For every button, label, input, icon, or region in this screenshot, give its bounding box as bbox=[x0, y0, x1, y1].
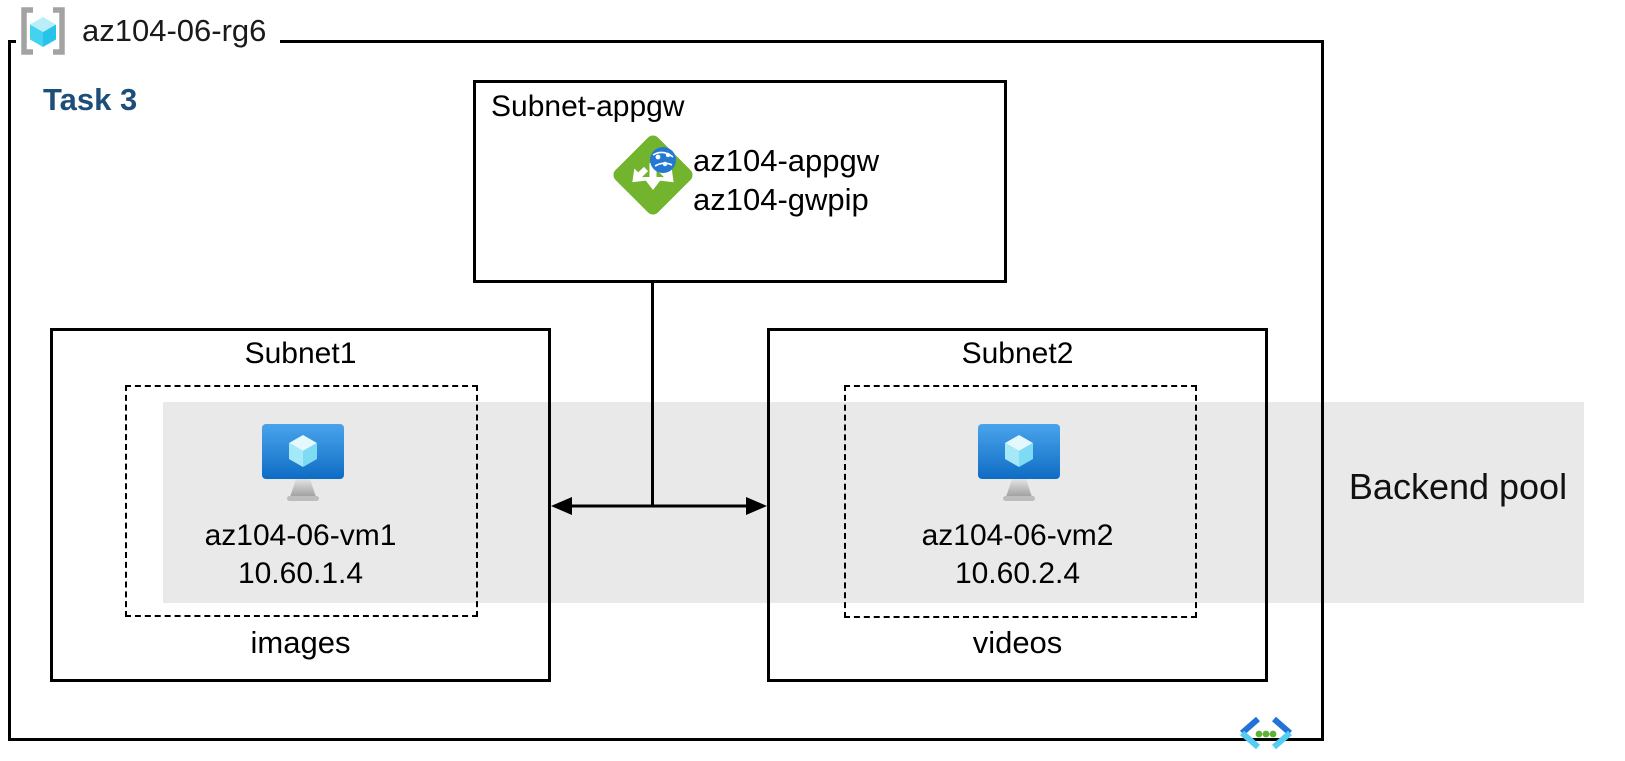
vm2-name: az104-06-vm2 bbox=[921, 519, 1114, 552]
backend-pool-label: Backend pool bbox=[1348, 466, 1568, 507]
task-label: Task 3 bbox=[43, 82, 138, 117]
vm1-label-group: az104-06-vm1 10.60.1.4 bbox=[53, 517, 548, 593]
vm2-label-group: az104-06-vm2 10.60.2.4 bbox=[770, 517, 1265, 593]
gateway-connector-line bbox=[651, 213, 654, 506]
gateway-public-ip-name: az104-gwpip bbox=[693, 182, 869, 217]
application-gateway-name: az104-appgw bbox=[693, 143, 880, 178]
virtual-network-icon bbox=[1240, 716, 1292, 750]
application-gateway-icon bbox=[613, 135, 693, 215]
subnet1-backend-dashed-box bbox=[125, 385, 478, 617]
subnet1-box: Subnet1 az104-06-vm1 10.60.1.4 images bbox=[50, 328, 551, 682]
resource-group-box bbox=[8, 40, 1324, 741]
application-gateway-labels: az104-appgw az104-gwpip bbox=[693, 141, 879, 219]
subnet2-backend-dashed-box bbox=[844, 385, 1197, 618]
backend-pool-band bbox=[163, 402, 1584, 603]
resource-group-icon bbox=[21, 7, 65, 55]
virtual-machine-icon bbox=[978, 424, 1060, 501]
resource-group-header: az104-06-rg6 bbox=[16, 2, 281, 60]
subnet1-title: Subnet1 bbox=[244, 337, 357, 370]
subnet2-folder-label: videos bbox=[972, 625, 1063, 660]
virtual-machine-icon bbox=[262, 424, 344, 501]
subnet-double-arrow bbox=[551, 497, 767, 515]
subnet-appgw-box: Subnet-appgw bbox=[473, 80, 1007, 283]
subnet-appgw-title: Subnet-appgw bbox=[491, 90, 685, 123]
vm2-ip: 10.60.2.4 bbox=[954, 557, 1081, 590]
subnet2-title: Subnet2 bbox=[961, 337, 1074, 370]
vm1-name: az104-06-vm1 bbox=[204, 519, 397, 552]
resource-group-label: az104-06-rg6 bbox=[82, 13, 267, 48]
subnet1-folder-label: images bbox=[250, 625, 351, 660]
subnet2-box: Subnet2 az104-06-vm2 10.60.2.4 videos bbox=[767, 328, 1268, 682]
vm1-ip: 10.60.1.4 bbox=[237, 557, 364, 590]
